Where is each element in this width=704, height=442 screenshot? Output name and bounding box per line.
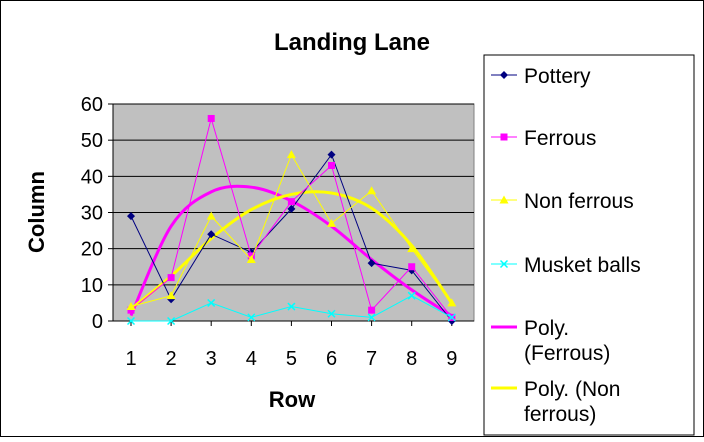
y-axis-title: Column — [24, 171, 49, 253]
y-tick-label: 20 — [81, 239, 103, 261]
x-axis-title: Row — [269, 387, 316, 412]
legend-label: Musket balls — [524, 254, 641, 277]
y-tick-label: 30 — [81, 203, 103, 225]
x-tick-label: 1 — [125, 348, 136, 370]
data-point — [166, 291, 176, 300]
legend-item-ferrous: Ferrous — [491, 127, 596, 150]
x-axis: 1 2 3 4 5 6 7 8 9 — [113, 320, 474, 370]
data-point — [368, 306, 376, 314]
x-tick-label: 6 — [326, 348, 337, 370]
data-point — [167, 274, 175, 282]
chart-title: Landing Lane — [274, 29, 430, 56]
data-point — [499, 259, 509, 269]
data-point-stroke — [499, 259, 509, 269]
data-point — [207, 298, 216, 307]
gridlines — [113, 103, 474, 286]
data-point-stroke — [207, 298, 216, 307]
series-musket-balls — [126, 291, 456, 326]
trendline-non-ferrous — [130, 190, 454, 311]
data-point — [367, 186, 377, 195]
legend-item-non-ferrous: Non ferrous — [491, 190, 634, 213]
data-point-stroke — [327, 309, 336, 318]
data-point-stroke — [167, 316, 176, 326]
y-tick-label: 0 — [92, 311, 103, 333]
x-tick-label: 2 — [166, 348, 177, 370]
data-point — [127, 212, 135, 221]
data-point — [287, 198, 295, 206]
data-point-stroke — [447, 313, 456, 322]
data-point — [327, 309, 336, 318]
data-point — [408, 263, 416, 271]
data-point — [407, 244, 417, 253]
legend-label: ferrous) — [524, 403, 596, 426]
data-point — [447, 298, 457, 307]
data-point — [126, 316, 136, 326]
y-tick-label: 10 — [81, 275, 103, 297]
data-point — [367, 259, 376, 268]
data-point — [367, 313, 376, 322]
data-point — [207, 114, 215, 122]
data-point — [247, 313, 256, 322]
legend-box — [483, 54, 695, 436]
data-point — [407, 291, 416, 300]
y-axis: 0 10 20 30 40 50 60 — [81, 94, 114, 333]
legend-item-poly-ferrous: Poly.(Ferrous) — [491, 317, 610, 365]
data-point — [327, 150, 336, 159]
data-point — [207, 230, 216, 239]
data-point — [206, 211, 216, 220]
x-tick-label: 5 — [286, 348, 297, 370]
series-non-ferrous — [126, 150, 457, 311]
data-point-stroke — [126, 316, 136, 326]
y-tick-label: 60 — [81, 94, 103, 116]
data-point — [328, 161, 335, 169]
data-point — [127, 306, 135, 314]
legend-item-musket-balls: Musket balls — [491, 254, 641, 277]
data-point-stroke — [407, 291, 416, 300]
data-point — [287, 302, 296, 311]
legend-label: Non ferrous — [524, 190, 634, 213]
data-point — [167, 316, 176, 326]
data-point — [447, 313, 456, 322]
legend-label: Ferrous — [524, 127, 596, 150]
legend-label: Poly. — [524, 317, 569, 340]
data-series — [126, 114, 457, 326]
legend-label: Poly. (Non — [524, 378, 620, 401]
data-point-stroke — [367, 313, 376, 322]
data-point — [499, 195, 509, 204]
x-tick-label: 9 — [446, 348, 457, 370]
x-tick-label: 3 — [206, 348, 217, 370]
x-tick-label: 7 — [366, 348, 377, 370]
data-point-stroke — [287, 302, 296, 311]
data-point — [286, 150, 296, 159]
data-point — [126, 302, 136, 311]
y-tick-label: 40 — [81, 166, 103, 188]
legend-label: (Ferrous) — [524, 342, 610, 365]
data-point — [500, 133, 508, 141]
data-point — [246, 255, 256, 264]
data-point — [327, 218, 336, 227]
data-point — [287, 204, 296, 213]
x-tick-label: 4 — [246, 348, 257, 370]
legend-label: Pottery — [524, 65, 591, 88]
data-point-stroke — [247, 313, 256, 322]
data-point — [500, 71, 508, 79]
y-tick-label: 50 — [81, 130, 103, 152]
x-tick-label: 8 — [406, 348, 417, 370]
legend-item-pottery: Pottery — [491, 65, 591, 88]
